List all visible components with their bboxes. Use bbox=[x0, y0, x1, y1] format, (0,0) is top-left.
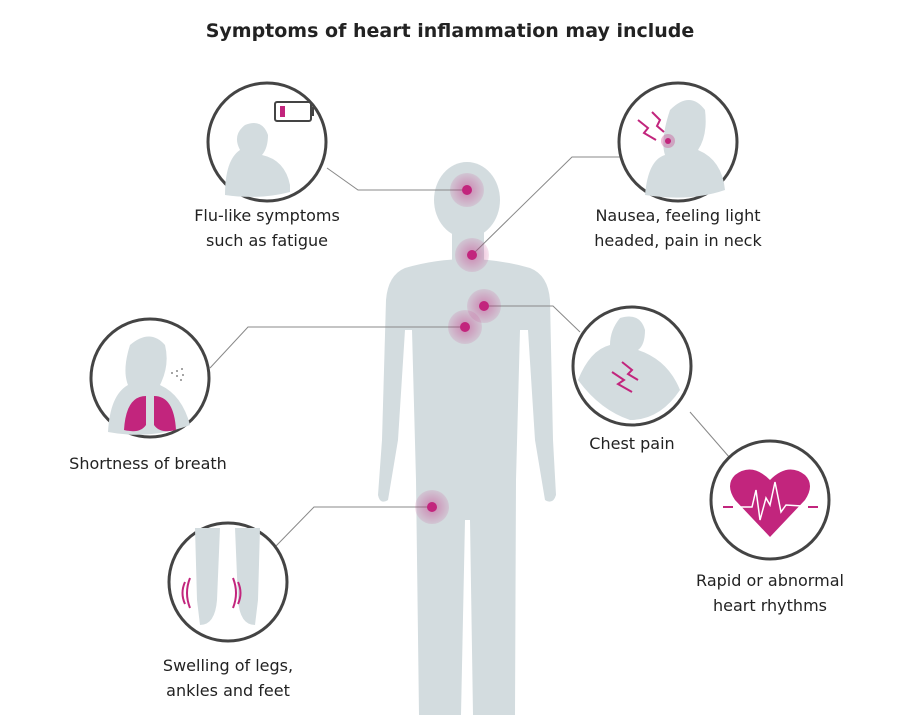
lungs-icon bbox=[89, 317, 211, 439]
label-breath: Shortness of breath bbox=[69, 454, 227, 473]
fatigue-battery-icon bbox=[206, 81, 328, 203]
label-swelling: Swelling of legs,ankles and feet bbox=[162, 656, 294, 700]
symptom-markers bbox=[415, 173, 501, 524]
label-chest-pain: Chest pain bbox=[589, 434, 675, 453]
neck-pain-icon bbox=[617, 81, 739, 203]
marker-head bbox=[450, 173, 484, 207]
marker-leg bbox=[415, 490, 449, 524]
chest-pain-icon bbox=[571, 305, 693, 427]
marker-neck bbox=[455, 238, 489, 272]
page-title: Symptoms of heart inflammation may inclu… bbox=[205, 20, 695, 42]
connector-lines bbox=[209, 156, 731, 547]
leg-swelling-icon bbox=[167, 521, 289, 643]
heart-rhythm-icon bbox=[709, 439, 831, 561]
marker-lungs bbox=[448, 310, 482, 344]
